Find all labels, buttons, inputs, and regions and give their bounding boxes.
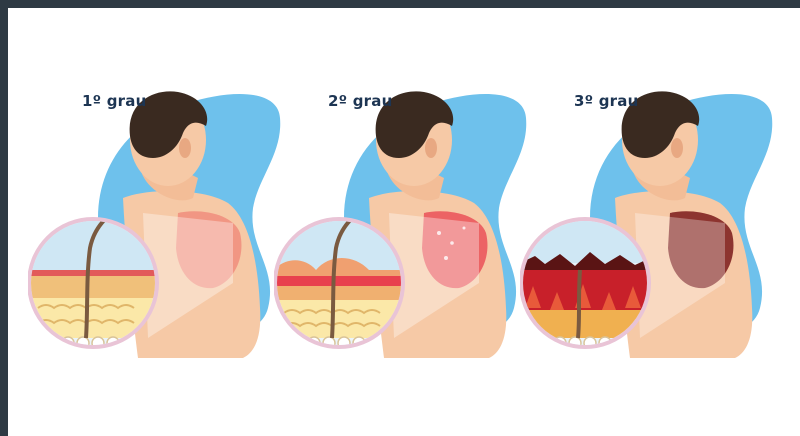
hair-follicle-stub bbox=[578, 270, 580, 338]
ear bbox=[425, 138, 437, 158]
third-degree-figure bbox=[520, 8, 780, 436]
ear bbox=[671, 138, 683, 158]
burn-degrees-illustration: 1º grau bbox=[8, 8, 800, 436]
second-degree-figure bbox=[274, 8, 534, 436]
panel-third-degree: 3º grau bbox=[520, 8, 780, 436]
label-second-degree: 2º grau bbox=[328, 92, 392, 110]
first-degree-figure bbox=[28, 8, 288, 436]
skin-crosssection-circle bbox=[520, 218, 650, 349]
label-first-degree: 1º grau bbox=[82, 92, 146, 110]
ear bbox=[179, 138, 191, 158]
panel-second-degree: 2º grau bbox=[274, 8, 534, 436]
label-third-degree: 3º grau bbox=[574, 92, 638, 110]
panel-first-degree: 1º grau bbox=[28, 8, 288, 436]
